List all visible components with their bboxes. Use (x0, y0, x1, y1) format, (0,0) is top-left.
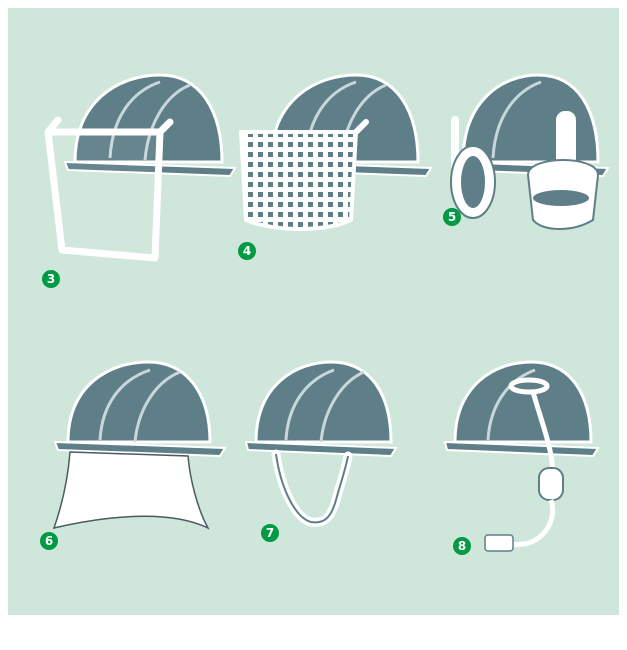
item-number-badge: 7 (261, 524, 279, 542)
helmet-with-headset-item: 8 (433, 360, 627, 650)
helmet-chinstrap-illustration (236, 360, 436, 590)
helmet-with-chin-strap-item: 7 (236, 360, 436, 650)
helmet-with-mesh-visor-item: 4 (236, 70, 436, 360)
item-number-badge: 5 (443, 208, 461, 226)
helmet-earmuff-illustration (433, 70, 627, 300)
item-number-badge: 6 (40, 532, 58, 550)
mesh-visor-icon (241, 122, 366, 229)
item-number-badge: 4 (238, 242, 256, 260)
chin-strap-icon (276, 454, 348, 522)
illustration-panel: 3 4 (8, 8, 619, 615)
helmet-cape-illustration (40, 360, 240, 590)
clear-visor-icon (48, 120, 170, 258)
helmet-icon (55, 362, 225, 456)
neck-cape-icon (54, 452, 208, 528)
helmet-visor-illustration (40, 70, 240, 300)
item-number-badge: 3 (42, 270, 60, 288)
item-number-badge: 8 (453, 537, 471, 555)
helmet-mesh-illustration (236, 70, 436, 300)
helmet-headset-illustration (433, 360, 627, 590)
helmet-icon (246, 362, 396, 456)
helmet-with-ear-muffs-item: 5 (433, 70, 627, 360)
helmet-with-neck-cape-item: 6 (40, 360, 240, 650)
helmet-with-visor-item: 3 (40, 70, 240, 360)
helmet-icon (445, 362, 598, 456)
